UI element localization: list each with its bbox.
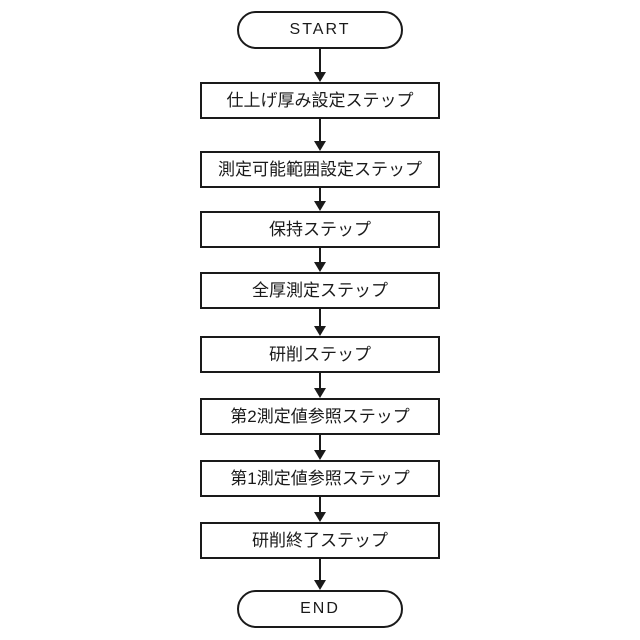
flow-arrow-icon (314, 248, 326, 272)
arrow-shaft (319, 248, 321, 264)
arrowhead-icon (314, 580, 326, 590)
flow-arrow-icon (314, 309, 326, 336)
arrowhead-icon (314, 262, 326, 272)
flow-arrow-icon (314, 119, 326, 151)
arrow-shaft (319, 559, 321, 582)
flow-arrow-icon (314, 559, 326, 590)
arrowhead-icon (314, 512, 326, 522)
step-grinding-end: 研削終了ステップ (200, 522, 440, 559)
arrow-shaft (319, 309, 321, 328)
step-holding: 保持ステップ (200, 211, 440, 248)
flow-arrow-icon (314, 188, 326, 211)
flow-arrow-icon (314, 435, 326, 460)
arrowhead-icon (314, 326, 326, 336)
flow-arrow-icon (314, 373, 326, 398)
arrowhead-icon (314, 201, 326, 211)
arrow-shaft (319, 188, 321, 203)
arrowhead-icon (314, 388, 326, 398)
arrow-shaft (319, 373, 321, 390)
step-second-measurement-value-reference: 第2測定値参照ステップ (200, 398, 440, 435)
arrow-shaft (319, 119, 321, 143)
step-grinding: 研削ステップ (200, 336, 440, 373)
step-total-thickness-measurement: 全厚測定ステップ (200, 272, 440, 309)
end-terminal: END (237, 590, 403, 628)
step-finishing-thickness-setting: 仕上げ厚み設定ステップ (200, 82, 440, 119)
arrow-shaft (319, 435, 321, 452)
arrowhead-icon (314, 450, 326, 460)
arrowhead-icon (314, 141, 326, 151)
flow-arrow-icon (314, 497, 326, 522)
step-measurable-range-setting: 測定可能範囲設定ステップ (200, 151, 440, 188)
arrow-shaft (319, 49, 321, 74)
start-terminal: START (237, 11, 403, 49)
flow-arrow-icon (314, 49, 326, 82)
arrowhead-icon (314, 72, 326, 82)
arrow-shaft (319, 497, 321, 514)
step-first-measurement-value-reference: 第1測定値参照ステップ (200, 460, 440, 497)
